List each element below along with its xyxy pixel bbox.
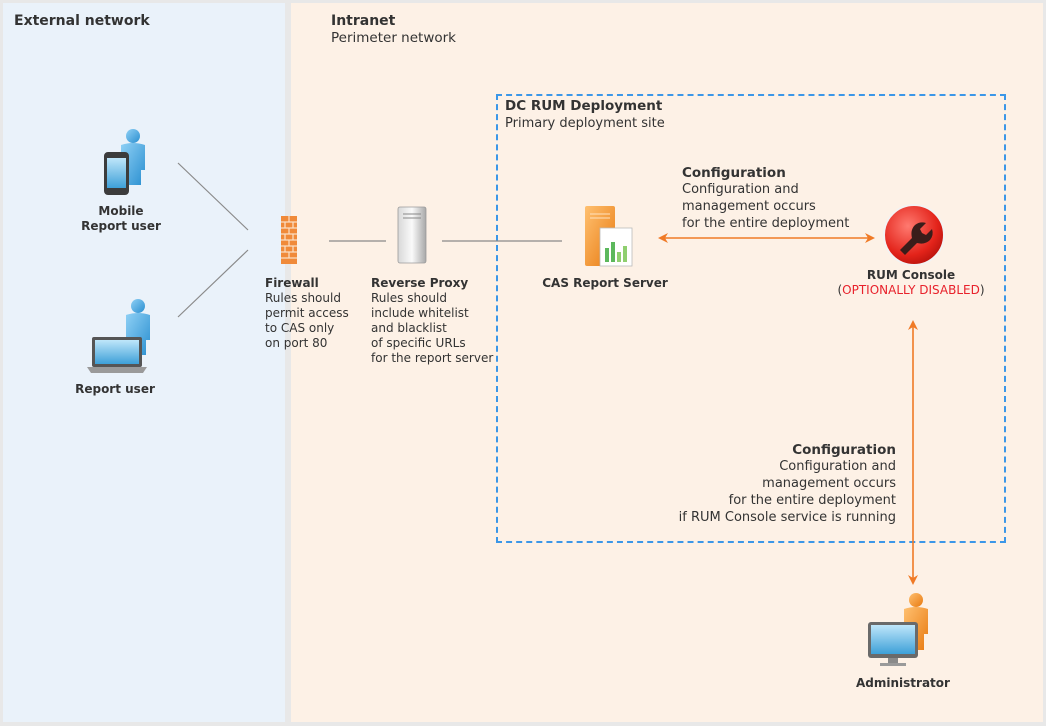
reverse-proxy-title: Reverse Proxy [371,276,469,290]
mobile-user-label-line2: Report user [81,219,161,233]
config-top-annotation: Configuration Configuration and manageme… [682,166,872,232]
rum-console-status: (OPTIONALLY DISABLED) [826,283,996,298]
rum-console-label: RUM Console (OPTIONALLY DISABLED) [826,268,996,298]
firewall-title: Firewall [265,276,319,290]
config-top-title: Configuration [682,165,786,181]
config-top-line: Configuration and [682,182,799,197]
intranet-title: Intranet [331,13,396,29]
status-paren-close: ) [979,283,985,297]
external-network-title: External network [14,13,150,29]
config-top-line: for the entire deployment [682,216,850,231]
reverse-proxy-label: Reverse Proxy Rules should include white… [371,276,501,366]
server-tower-icon [397,206,427,264]
mobile-user-label-line1: Mobile [98,204,144,218]
brick-wall-icon [281,216,297,264]
cas-label: CAS Report Server [542,276,668,290]
person-monitor-icon [868,593,928,666]
connector-lines [177,162,562,318]
deployment-title: DC RUM Deployment [505,98,663,114]
firewall-rule-line: Rules should [265,291,341,305]
administrator-label: Administrator [856,676,950,690]
firewall-rule-line: permit access [265,306,349,320]
rum-console-title: RUM Console [866,268,956,282]
config-bottom-line: Configuration and [779,459,896,474]
status-paren-open: ( [837,283,843,297]
person-laptop-icon [87,299,150,373]
intranet-subtitle: Perimeter network [331,30,456,46]
proxy-rule-line: include whitelist [371,306,469,320]
config-bottom-line: management occurs [762,476,896,491]
deployment-boundary [496,94,1006,543]
report-server-icon [585,206,633,267]
proxy-rule-line: Rules should [371,291,447,305]
firewall-label: Firewall Rules should permit access to C… [265,276,365,351]
config-bottom-annotation: Configuration Configuration and manageme… [640,443,896,526]
proxy-rule-line: for the report server [371,351,494,365]
mobile-to-firewall-line [177,162,249,231]
config-bottom-title: Configuration [792,442,896,458]
proxy-rule-line: and blacklist [371,321,447,335]
status-disabled-text: OPTIONALLY DISABLED [842,283,980,297]
config-top-line: management occurs [682,199,816,214]
report-user-label: Report user [75,382,155,396]
person-phone-icon [104,129,145,195]
config-bottom-line: for the entire deployment [728,493,896,508]
report-user-to-firewall-line [177,249,249,318]
mobile-user-label: Mobile Report user [80,204,162,234]
config-bottom-line: if RUM Console service is running [678,510,896,525]
firewall-rule-line: on port 80 [265,336,328,350]
wrench-console-icon [883,204,945,266]
deployment-subtitle: Primary deployment site [505,116,665,131]
external-network-zone [3,3,285,722]
proxy-rule-line: of specific URLs [371,336,466,350]
firewall-rule-line: to CAS only [265,321,335,335]
